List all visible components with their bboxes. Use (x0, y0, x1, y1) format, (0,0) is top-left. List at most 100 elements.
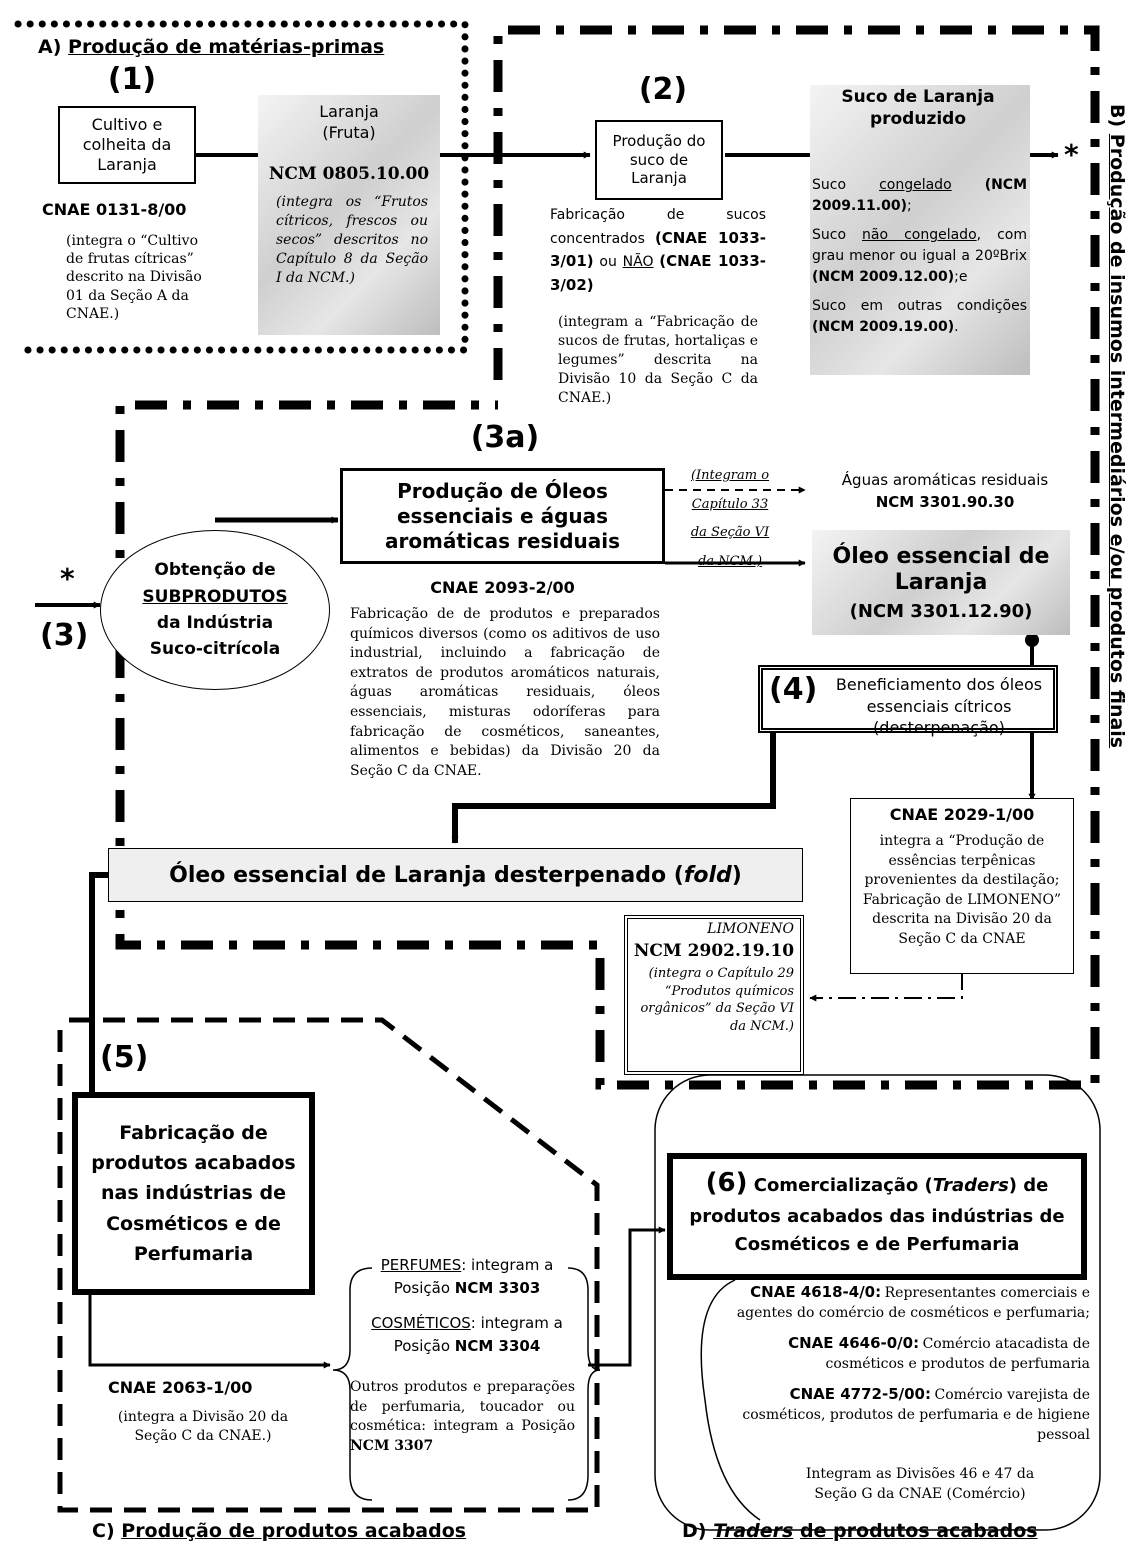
step-2-cnae1: (CNAE 1033-3/01) (550, 228, 766, 271)
integram-line1: (Integram o (690, 468, 770, 483)
laranja-label-line1: Laranja (319, 102, 379, 121)
suco-item-2-underlined: não congelado (862, 227, 977, 243)
step-4-cnae-desc: integra a “Produção de essências terpêni… (862, 833, 1062, 947)
step-3-oval-line1: Obtenção de (154, 560, 276, 581)
laranja-fruit-photo (258, 95, 440, 335)
cosmeticos-item: COSMÉTICOS: integram a Posição NCM 3304 (352, 1312, 582, 1357)
suco-item-2-end: ;e (954, 269, 968, 285)
integram-line2: Capítulo 33 (691, 496, 769, 512)
oleo-line2: Laranja (894, 570, 988, 596)
step-6-box: (6) Comercialização (Traders) de produto… (667, 1153, 1087, 1280)
step-1-cnae-desc: (integra o “Cultivo de frutas cítricas” … (66, 233, 202, 322)
cnae-4772-code: CNAE 4772-5/00: (789, 1385, 931, 1404)
oleo-line1: Óleo essencial de (832, 544, 1050, 569)
suco-item-1-ncm: (NCM 2009.11.00) (812, 177, 1028, 214)
step-2-box: Produção do suco de Laranja (595, 120, 723, 200)
step-4-cnae-code: CNAE 2029-1/00 (889, 805, 1035, 824)
step-3a-cnae-desc: Fabricação de de produtos e preparados q… (350, 606, 660, 779)
section-d-traders: Traders (713, 1520, 794, 1542)
suco-title: Suco de Laranja produzido (841, 87, 995, 130)
fold-text: Óleo essencial de Laranja desterpenado (169, 862, 667, 888)
step-6-title-pre: Comercialização ( (753, 1175, 933, 1196)
step-3a-box: Produção de Óleos essenciais e águas aro… (340, 468, 665, 564)
step-6-number: (6) (705, 1168, 748, 1198)
continuation-asterisk-out: * (1064, 138, 1079, 171)
cnae-4618-code: CNAE 4618-4/0: (750, 1283, 882, 1301)
perfumes-ncm: NCM 3303 (454, 1278, 541, 1297)
step-3-oval-line4: Suco-citrícola (149, 639, 281, 660)
step-6-title-post: ) de produtos acabados das indústrias de… (689, 1175, 1065, 1256)
step-2-desc: (integram a “Fabricação de sucos de frut… (558, 314, 758, 406)
integram-line3: da Seção VI (690, 525, 770, 541)
step-3a-integram-note: (Integram o Capítulo 33 da Seção VI da N… (675, 462, 785, 576)
step-2-text-pre: Fabricação de sucos concentrados (550, 207, 766, 247)
suco-list: Suco congelado (NCM 2009.11.00); Suco nã… (812, 175, 1027, 338)
step-4-number: (4) (769, 672, 818, 707)
perfumes-label: PERFUMES (380, 1256, 462, 1274)
cosmeticos-label: COSMÉTICOS (371, 1314, 471, 1332)
suco-item-1-underlined: congelado (879, 177, 952, 193)
cnae-4646-code: CNAE 4646-0/0: (788, 1334, 920, 1353)
step-1-number: (1) (107, 62, 157, 97)
suco-item-2-post: , com grau menor ou igual a 20ºBrix (812, 227, 1027, 264)
section-c-title: C) Produção de produtos acabados (92, 1520, 466, 1542)
section-d-label: de produtos acabados (799, 1520, 1038, 1542)
cnae-4646-desc: Comércio atacadista de cosméticos e prod… (825, 1336, 1090, 1372)
continuation-asterisk-in: * (60, 562, 75, 595)
section-c-label: Produção de produtos acabados (121, 1520, 467, 1542)
section-b-label: Produção de insumos intermediários e/ou … (1106, 133, 1128, 749)
laranja-ncm: NCM 0805.10.00 (268, 164, 430, 184)
step-1-cnae-code: CNAE 0131-8/00 (42, 200, 187, 219)
section-a-label: Produção de matérias-primas (68, 36, 385, 58)
perfumes-item: PERFUMES: integram a Posição NCM 3303 (352, 1254, 582, 1299)
step-3a-number: (3a) (470, 420, 540, 455)
laranja-ncm-desc: (integra os “Frutos cítricos, frescos ou… (276, 194, 428, 286)
suco-item-2: Suco não congelado, com grau menor ou ig… (812, 225, 1027, 288)
limoneno-desc: (integra o Capítulo 29 “Produtos químico… (640, 966, 794, 1034)
suco-item-3: Suco em outras condições (NCM 2009.19.00… (812, 296, 1027, 338)
aguas-label: Águas aromáticas residuais (841, 471, 1049, 489)
section-b-title: B) Produção de insumos intermediários e/… (1106, 104, 1128, 748)
step-3-oval-line2: SUBPRODUTOS (142, 586, 288, 607)
step-6-title-traders: Traders (932, 1175, 1009, 1196)
suco-item-1-pre: Suco (812, 177, 847, 193)
step-4-box: (4) Beneficiamento dos óleos essenciais … (758, 665, 1058, 737)
fold-paren-open: ( (673, 862, 684, 888)
step-6-cnae-item-3: CNAE 4772-5/00: Comércio varejista de co… (712, 1384, 1090, 1445)
section-c-frame (57, 1017, 600, 1513)
step-1-box: Cultivo e colheita da Laranja (58, 106, 196, 184)
step-2-ou: ou (599, 254, 617, 271)
section-d-frame (654, 1074, 1101, 1531)
step-5-box: Fabricação de produtos acabados nas indú… (72, 1092, 315, 1295)
step-6-cnae-item-1: CNAE 4618-4/0: Representantes comerciais… (712, 1282, 1090, 1323)
outros-item: Outros produtos e preparações de perfuma… (350, 1378, 575, 1456)
laranja-label: Laranja (Fruta) (258, 102, 440, 144)
step3-oval-line3: da Indústria (156, 613, 274, 633)
oleo-essencial-photo (812, 530, 1070, 635)
step-6-cnae-list: CNAE 4618-4/0: Representantes comerciais… (712, 1282, 1090, 1445)
oleo-ncm: (NCM 3301.12.90) (849, 600, 1033, 622)
cosmeticos-rest: : integram a Posição (393, 1314, 563, 1355)
integram-line4: da NCM.) (697, 553, 763, 569)
aguas-residuais: Águas aromáticas residuais NCM 3301.90.3… (810, 470, 1080, 514)
fold-italic: fold (683, 862, 732, 888)
outros-text: Outros produtos e preparações de perfuma… (350, 1379, 575, 1435)
step-5-cnae-code: CNAE 2063-1/00 (108, 1378, 253, 1397)
cosmeticos-ncm: NCM 3304 (454, 1336, 541, 1355)
suco-item-3-pre: Suco em outras condições (812, 298, 1027, 314)
step-6-footer: Integram as Divisões 46 e 47 da Seção G … (805, 1466, 1035, 1502)
step-3-oval: Obtenção de SUBPRODUTOS da Indústria Suc… (100, 530, 330, 690)
section-b-letter: B) (1106, 104, 1128, 128)
suco-item-1: Suco congelado (NCM 2009.11.00); (812, 175, 1027, 217)
step-2-cnae2: (CNAE 1033-3/02) (550, 252, 767, 295)
cnae-4618-desc: Representantes comerciais e agentes do c… (736, 1285, 1090, 1321)
step-5-cnae-desc: (integra a Divisão 20 da Seção C da CNAE… (117, 1409, 289, 1444)
fold-box: Óleo essencial de Laranja desterpenado (… (108, 848, 803, 902)
step-4-cnae-box: CNAE 2029-1/00 integra a “Produção de es… (850, 798, 1074, 974)
step-3-number: (3) (40, 618, 89, 653)
suco-item-3-end: . (954, 319, 959, 335)
section-a-letter: A) (38, 36, 62, 58)
step-2-cnae-text: Fabricação de sucos concentrados (CNAE 1… (550, 205, 766, 298)
step-2-nao: NÃO (622, 254, 654, 271)
